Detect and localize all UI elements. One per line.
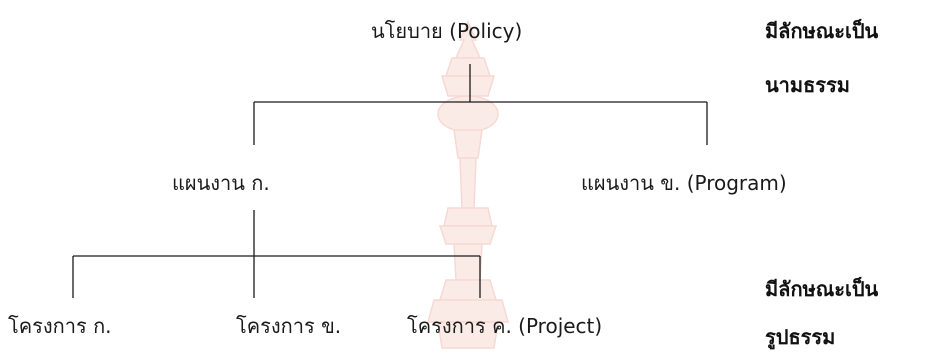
concrete-note-line2: รูปธรรม <box>765 325 836 349</box>
abstract-note-line1: มีลักษณะเป็น <box>765 19 879 43</box>
node-project-a: โครงการ ก. <box>8 314 112 338</box>
abstract-note-line2: นามธรรม <box>765 73 850 97</box>
ornamental-pillar-watermark <box>427 20 509 349</box>
concrete-note-line1: มีลักษณะเป็น <box>765 277 879 301</box>
node-project-b: โครงการ ข. <box>236 314 342 338</box>
node-plan-a: แผนงาน ก. <box>172 171 270 195</box>
node-project-c: โครงการ ค. (Project) <box>407 314 603 338</box>
node-policy: นโยบาย (Policy) <box>371 19 523 43</box>
node-plan-b-program: แผนงาน ข. (Program) <box>581 171 787 195</box>
